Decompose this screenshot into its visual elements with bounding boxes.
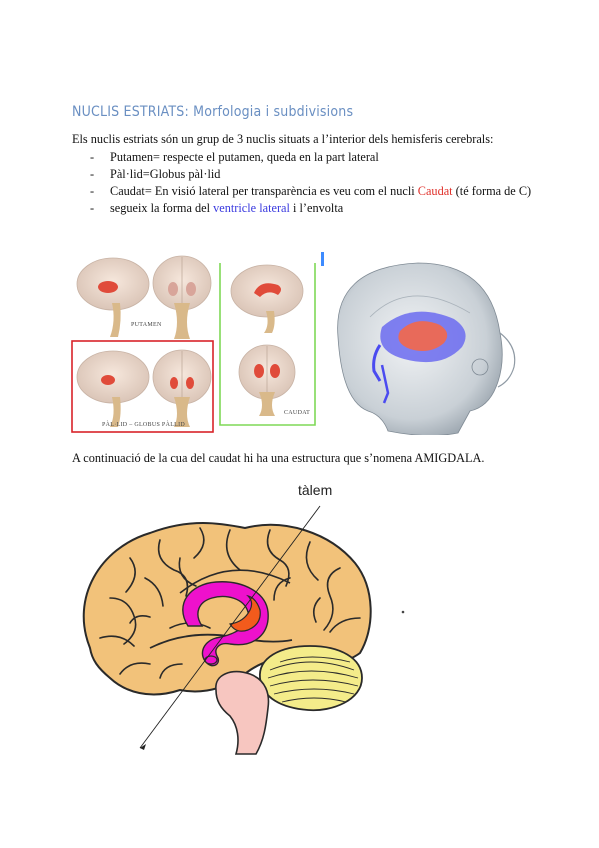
skull-transparent-view bbox=[337, 262, 516, 435]
gyri-lines bbox=[99, 527, 361, 679]
caudat-text-a: Caudat= En visió lateral per transparènc… bbox=[110, 184, 418, 198]
label-putamen: PUTAMEN bbox=[131, 322, 162, 328]
amygdala bbox=[204, 655, 218, 665]
cerebellum bbox=[259, 645, 363, 712]
brain-lateral-caudat bbox=[230, 264, 304, 333]
label-talem: tàlem bbox=[298, 482, 333, 498]
caudate-nucleus bbox=[182, 581, 269, 667]
stray-dot bbox=[401, 610, 405, 614]
marker-bar bbox=[321, 252, 324, 266]
caudat-text-b: (té forma de C) bbox=[452, 184, 532, 198]
caudat-highlight-box bbox=[219, 263, 316, 426]
brain-lateral-pallid bbox=[76, 350, 150, 427]
amigdala-paragraph: A continuació de la cua del caudat hi ha… bbox=[72, 451, 485, 465]
brain-frontal-pallid bbox=[152, 349, 212, 427]
nuclei-list: Putamen= respecte el putamen, queda en l… bbox=[90, 149, 531, 217]
list-item-caudat-continued: segueix la forma del ventricle lateral i… bbox=[90, 200, 531, 217]
corpus-callosum bbox=[179, 569, 291, 594]
thalamus-leader-line bbox=[139, 505, 321, 749]
intro-paragraph: Els nuclis estriats són un grup de 3 nuc… bbox=[72, 132, 494, 146]
cerebellum-folia bbox=[267, 656, 359, 703]
list-item-caudat: Caudat= En visió lateral per transparènc… bbox=[90, 183, 531, 200]
basal-ganglia-3d-figure bbox=[71, 252, 516, 435]
label-pallid: PÀL·LID – GLOBUS PÀLLID bbox=[102, 422, 186, 428]
sagittal-brain-diagram bbox=[82, 505, 405, 755]
brain-frontal-putamen bbox=[152, 255, 212, 339]
brain-lateral-putamen bbox=[76, 257, 150, 337]
list-item-pallid: Pàl·lid=Globus pàl·lid bbox=[90, 166, 531, 183]
label-caudat: CAUDAT bbox=[284, 410, 311, 416]
brainstem bbox=[215, 670, 270, 755]
pallid-highlight-box bbox=[71, 340, 214, 433]
caudat2-text-a: segueix la forma del bbox=[110, 201, 214, 215]
section-heading: NUCLIS ESTRIATS: Morfologia i subdivisio… bbox=[72, 104, 354, 120]
leader-arrowhead bbox=[140, 744, 146, 750]
caudat-highlight: Caudat bbox=[417, 184, 453, 198]
ventricle-highlight: ventricle lateral bbox=[213, 201, 290, 215]
putamen bbox=[229, 594, 261, 632]
list-item-putamen: Putamen= respecte el putamen, queda en l… bbox=[90, 149, 531, 166]
caudat2-text-b: i l’envolta bbox=[289, 201, 344, 215]
brain-frontal-caudat bbox=[238, 344, 296, 416]
